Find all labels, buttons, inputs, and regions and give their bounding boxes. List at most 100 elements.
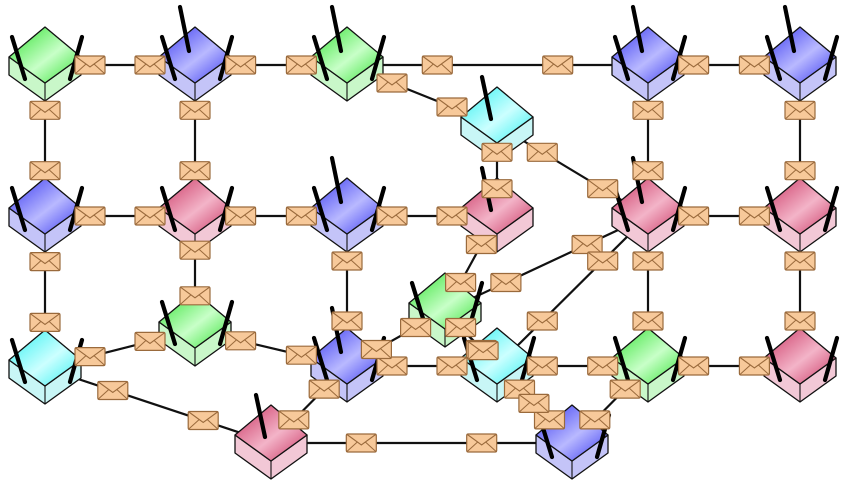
envelope-icon <box>490 272 522 293</box>
envelope-icon <box>360 339 392 360</box>
envelope-icon <box>526 356 558 376</box>
envelope-icon <box>29 252 61 272</box>
envelope-icon <box>467 341 499 361</box>
node-n3 <box>310 4 387 102</box>
envelope-icon <box>400 317 432 338</box>
envelope-icon <box>632 311 664 331</box>
node-n19 <box>763 327 840 403</box>
antenna-icon <box>217 299 235 347</box>
antenna-icon <box>329 4 344 54</box>
envelope-icon <box>436 356 468 376</box>
envelope-icon <box>784 100 816 120</box>
envelope-icon <box>677 55 710 75</box>
envelope-icon <box>579 410 611 430</box>
node-n2 <box>158 4 235 102</box>
envelope-icon <box>466 433 498 453</box>
envelope-icon <box>481 179 513 199</box>
envelope-icon <box>225 55 257 75</box>
link-n11-n17 <box>496 215 649 367</box>
envelope-icon <box>542 55 574 75</box>
envelope-icon <box>376 356 408 376</box>
envelope-icon <box>331 251 363 271</box>
envelope-icon <box>609 379 641 399</box>
node-n7 <box>8 177 85 253</box>
antenna-icon <box>253 392 268 440</box>
envelope-icon <box>632 251 664 271</box>
envelope-icon <box>376 206 408 226</box>
envelope-icon <box>285 206 317 226</box>
envelope-icon <box>533 410 566 430</box>
envelope-icon <box>465 234 497 255</box>
envelope-icon <box>632 161 664 181</box>
envelope-icon <box>587 356 619 376</box>
antenna-icon <box>764 185 783 233</box>
envelope-icon <box>677 206 710 226</box>
envelope-icon <box>285 345 317 365</box>
envelope-icon <box>436 97 468 117</box>
antenna-icon <box>612 34 631 82</box>
antenna-icon <box>822 185 840 233</box>
nodes-layer <box>8 4 840 480</box>
links-layer <box>43 63 802 445</box>
envelope-icon <box>421 55 453 75</box>
antenna-icon <box>764 335 783 383</box>
envelope-icon <box>526 142 558 162</box>
envelope-icon <box>97 380 129 401</box>
envelope-icon <box>331 311 363 331</box>
envelope-icon <box>587 251 619 271</box>
antenna-icon <box>311 185 330 233</box>
envelope-icon <box>571 234 603 255</box>
envelope-icon <box>445 272 477 293</box>
envelope-icon <box>587 179 619 199</box>
envelope-icon <box>134 55 166 75</box>
envelope-icon <box>225 206 257 226</box>
envelope-icon <box>738 55 771 75</box>
messages-layer <box>29 55 816 453</box>
envelope-icon <box>74 55 106 75</box>
link-n13-n20 <box>44 366 272 445</box>
antenna-icon <box>630 4 645 54</box>
envelope-icon <box>179 161 211 181</box>
node-n20 <box>234 392 308 480</box>
envelope-icon <box>179 286 211 306</box>
envelope-icon <box>285 55 317 75</box>
antenna-icon <box>369 34 387 82</box>
router-cube-icon <box>460 177 534 253</box>
envelope-icon <box>278 410 310 430</box>
envelope-icon <box>29 100 61 120</box>
envelope-icon <box>738 356 771 376</box>
antenna-icon <box>9 185 28 233</box>
antenna-icon <box>159 185 178 233</box>
antenna-icon <box>329 155 344 205</box>
envelope-icon <box>29 161 61 181</box>
envelope-icon <box>526 311 558 331</box>
envelope-icon <box>518 393 550 413</box>
envelope-icon <box>784 161 816 181</box>
envelope-icon <box>179 240 211 260</box>
envelope-icon <box>632 100 664 120</box>
node-n6 <box>763 4 840 102</box>
antenna-icon <box>822 335 840 383</box>
envelope-icon <box>74 206 106 226</box>
antenna-icon <box>9 34 28 82</box>
envelope-icon <box>134 206 166 226</box>
envelope-icon <box>345 433 377 453</box>
envelope-icon <box>29 312 61 332</box>
envelope-icon <box>677 356 710 376</box>
antenna-icon <box>782 4 797 54</box>
envelope-icon <box>179 100 211 120</box>
antenna-icon <box>159 34 178 82</box>
antenna-icon <box>764 34 783 82</box>
node-n1 <box>8 26 85 102</box>
envelope-icon <box>308 379 340 399</box>
envelope-icon <box>481 142 513 162</box>
antenna-icon <box>9 337 28 385</box>
envelope-icon <box>74 347 106 367</box>
envelope-icon <box>738 206 771 226</box>
envelope-icon <box>187 410 219 431</box>
node-n5 <box>611 4 688 102</box>
antenna-icon <box>177 4 192 54</box>
envelope-icon <box>436 206 468 226</box>
antenna-icon <box>311 335 330 383</box>
